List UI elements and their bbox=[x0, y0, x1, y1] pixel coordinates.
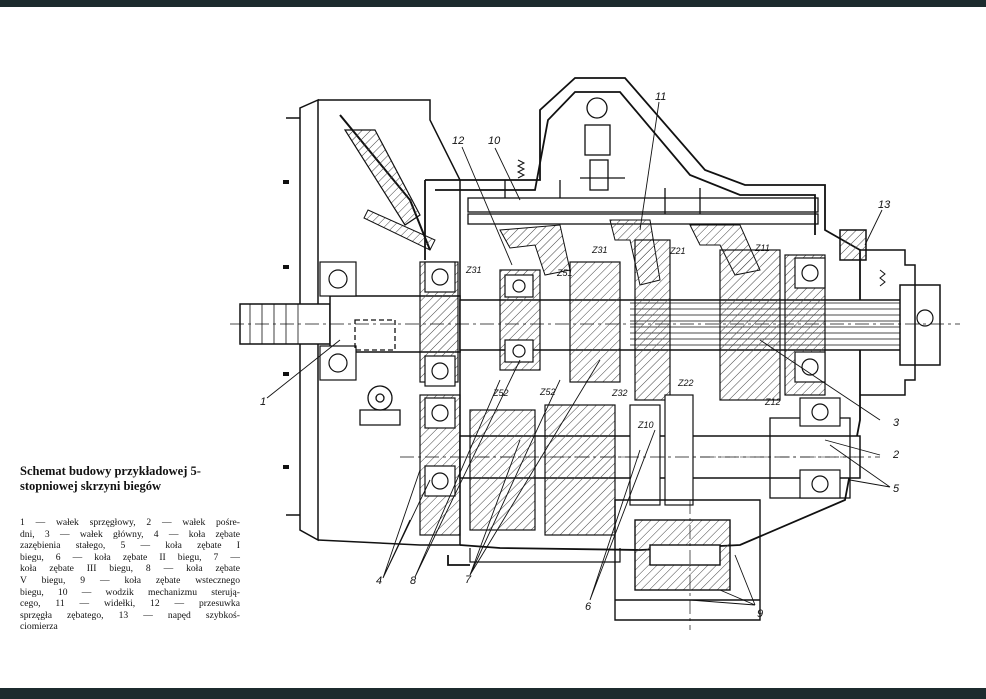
gear-label: Z52 bbox=[492, 388, 509, 398]
callout-4: 4 bbox=[376, 575, 382, 587]
gear-label: Z31 bbox=[465, 265, 482, 275]
callout-7: 7 bbox=[465, 574, 472, 586]
output-flange bbox=[839, 229, 916, 396]
callout-leaders bbox=[266, 101, 891, 606]
legend-line: biegu, 10 — wodzik mechanizmu sterują- bbox=[20, 586, 240, 598]
center-lines bbox=[230, 323, 960, 630]
gear-label: Z11 bbox=[754, 243, 770, 253]
callout-12: 12 bbox=[452, 135, 464, 147]
callout-10: 10 bbox=[488, 135, 501, 147]
title-line: stopniowej skrzyni biegów bbox=[20, 479, 161, 493]
top-frame-bar bbox=[0, 0, 986, 7]
gear-labels: Z31 Z51 Z31 Z21 Z11 Z52 Z52 Z32 Z22 Z12 … bbox=[465, 243, 781, 430]
callout-11: 11 bbox=[655, 91, 666, 103]
diagram-title: Schemat budowy przykładowej 5- stopniowe… bbox=[20, 464, 240, 494]
release-fork bbox=[343, 129, 421, 226]
callout-9: 9 bbox=[757, 608, 763, 620]
gear-label: Z52 bbox=[539, 387, 556, 397]
release-lever-pivot bbox=[354, 319, 401, 426]
gear-label: Z51 bbox=[556, 268, 573, 278]
shift-tower bbox=[580, 97, 625, 191]
legend-line: cego, 11 — widełki, 12 — przesuwka bbox=[20, 598, 240, 610]
callout-13: 13 bbox=[878, 199, 891, 211]
reverse-idler-assembly bbox=[614, 499, 761, 621]
legend-line: dni, 3 — wałek główny, 4 — koła zębate bbox=[20, 528, 240, 540]
release-fork-arm bbox=[363, 209, 436, 251]
bottom-frame-bar bbox=[0, 688, 986, 699]
callout-6: 6 bbox=[585, 601, 592, 613]
callout-3: 3 bbox=[893, 417, 900, 429]
callout-2: 2 bbox=[892, 449, 899, 461]
callout-5: 5 bbox=[893, 483, 900, 495]
gear-label: Z12 bbox=[764, 397, 781, 407]
legend-line: biegu, 6 — koła zębate II biegu, 7 — bbox=[20, 551, 240, 563]
gear-label: Z31 bbox=[591, 245, 608, 255]
selector-rail bbox=[467, 180, 819, 225]
legend-line: 1 — wałek sprzęgłowy, 2 — wałek pośre- bbox=[20, 517, 240, 528]
gear-label: Z10 bbox=[637, 420, 654, 430]
bellhousing-studs bbox=[283, 180, 289, 469]
callout-numbers: 1 2 3 4 5 6 7 8 9 10 11 12 13 bbox=[260, 91, 900, 620]
diagram-legend: 1 — wałek sprzęgłowy, 2 — wałek pośre- d… bbox=[20, 517, 240, 633]
legend-line: sprzęgła zębatego, 13 — napęd szybkoś- bbox=[20, 609, 240, 621]
legend-line: V biegu, 9 — koła zębate wstecznego bbox=[20, 574, 240, 586]
gear-label: Z32 bbox=[611, 388, 628, 398]
title-line: Schemat budowy przykładowej 5- bbox=[20, 464, 201, 478]
gear-label: Z22 bbox=[677, 378, 694, 388]
shift-fork-12 bbox=[499, 224, 571, 276]
detent-spring bbox=[516, 159, 526, 179]
gear-label: Z21 bbox=[669, 246, 686, 256]
legend-line: zazębienia stałego, 5 — koła zębate I bbox=[20, 540, 240, 552]
callout-8: 8 bbox=[410, 575, 417, 587]
callout-1: 1 bbox=[260, 396, 266, 408]
legend-line: ciomierza bbox=[20, 621, 58, 633]
legend-line: koła zębate III biegu, 8 — koła zębate bbox=[20, 563, 240, 575]
